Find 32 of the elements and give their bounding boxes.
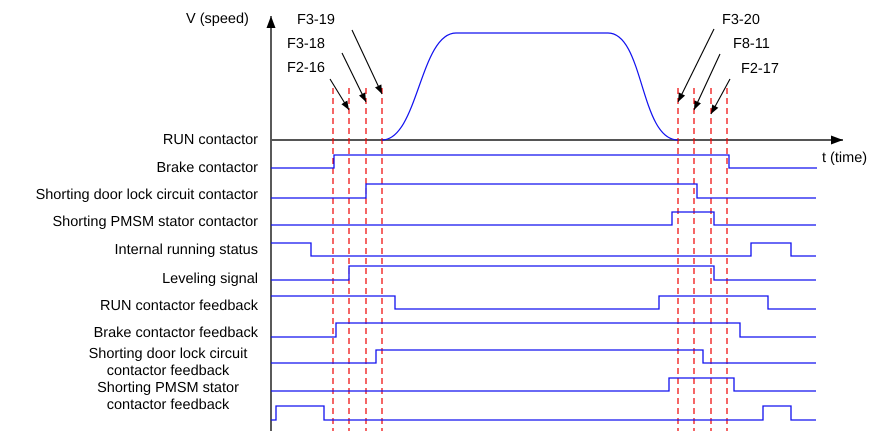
dashed-marker-line — [726, 88, 728, 431]
signal-label: RUN contactor feedback — [99, 298, 258, 315]
dashed-marker-line — [677, 88, 679, 431]
parameter-label: F2-16 — [287, 60, 325, 77]
dashed-marker-line — [710, 88, 712, 431]
dashed-marker-line — [332, 88, 334, 431]
signal-label: Leveling signal — [161, 271, 258, 288]
signal-label: Shorting door lock circuit contactor feedback — [88, 346, 248, 380]
signal-label: Internal running status — [114, 242, 258, 259]
signal-label: Shorting door lock circuit contactor — [34, 187, 258, 204]
signal-label: RUN contactor — [162, 132, 258, 149]
signal-label: Shorting PMSM stator contactor feedback — [96, 380, 240, 414]
leader-arrow — [694, 54, 720, 110]
leader-arrow — [710, 78, 730, 114]
parameter-label: F8-11 — [733, 36, 770, 53]
leader-arrow — [330, 78, 350, 110]
dashed-marker-line — [365, 88, 367, 431]
leader-arrow — [342, 52, 366, 102]
parameter-label: F2-17 — [741, 61, 779, 78]
signal-label: Brake contactor feedback — [92, 325, 258, 342]
parameter-label: F3-20 — [722, 12, 760, 29]
axis-label: V (speed) — [186, 11, 249, 28]
dashed-marker-line — [693, 88, 695, 431]
parameter-label: F3-18 — [287, 36, 325, 53]
dashed-marker-line — [381, 88, 383, 431]
leader-arrow — [352, 30, 382, 94]
parameter-label: F3-19 — [297, 12, 335, 29]
signal-label: Brake contactor — [155, 160, 258, 177]
signal-label: Shorting PMSM stator contactor — [52, 214, 258, 231]
dashed-marker-line — [348, 88, 350, 431]
leader-arrow — [678, 28, 714, 102]
axis-label: t (time) — [822, 150, 868, 167]
